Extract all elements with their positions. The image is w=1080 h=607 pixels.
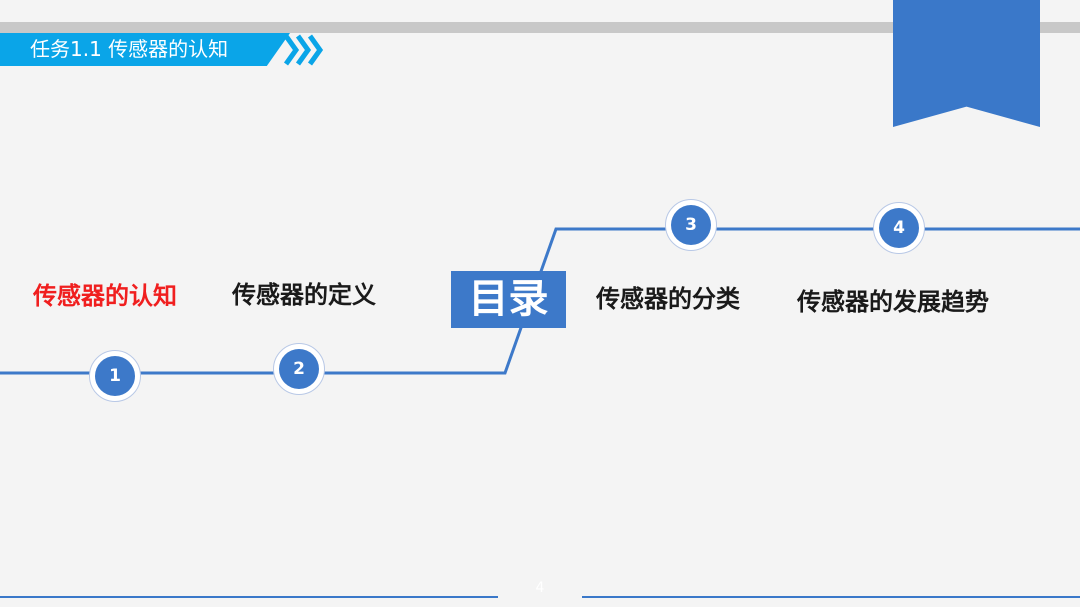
toc-node-2[interactable]: 2 [273, 343, 325, 395]
chevrons-icon [283, 34, 324, 66]
toc-node-number: 1 [95, 356, 135, 396]
toc-node-number: 4 [879, 208, 919, 248]
toc-node-number: 3 [671, 205, 711, 245]
page-number: 4 [535, 580, 545, 596]
toc-node-1[interactable]: 1 [89, 350, 141, 402]
toc-node-4[interactable]: 4 [873, 202, 925, 254]
toc-node-number: 2 [279, 349, 319, 389]
toc-center-label: 目录 [451, 271, 566, 328]
top-decor-bar [0, 22, 1080, 33]
title-banner [0, 33, 290, 66]
footer-line-left [0, 596, 498, 598]
toc-item-label-4[interactable]: 传感器的发展趋势 [797, 288, 989, 316]
slide-title: 任务1.1 传感器的认知 [30, 37, 229, 61]
toc-item-label-1[interactable]: 传感器的认知 [33, 282, 177, 310]
toc-item-label-2[interactable]: 传感器的定义 [232, 281, 376, 309]
toc-item-label-3[interactable]: 传感器的分类 [596, 285, 740, 313]
toc-node-3[interactable]: 3 [665, 199, 717, 251]
bookmark-ribbon [893, 0, 1040, 127]
footer-line-right [582, 596, 1080, 598]
